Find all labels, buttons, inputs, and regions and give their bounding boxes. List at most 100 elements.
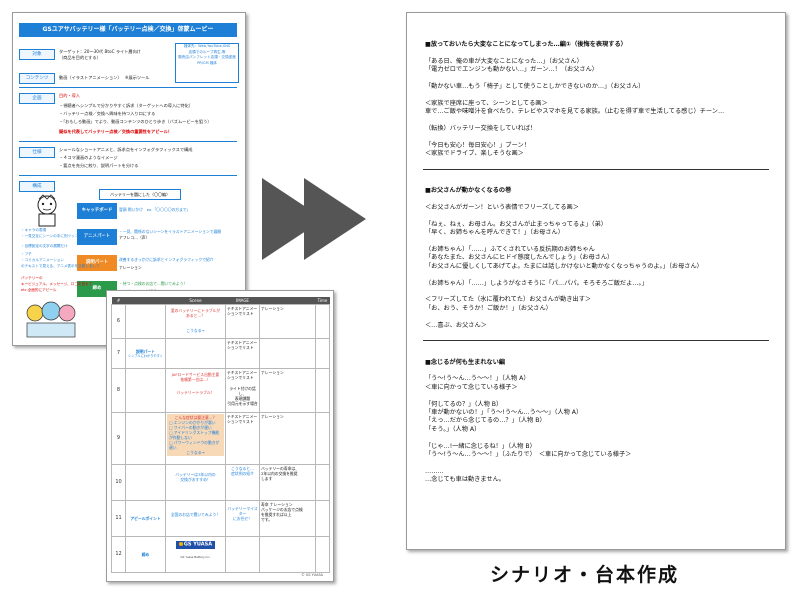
flow-note: 改善するきっかけに訴求とインフォグラフィックで紹介 — [119, 257, 214, 262]
proposal-title: GSユアサバッテリー様「バッテリー点検／交換」啓蒙ムービー — [19, 23, 237, 37]
symptom-item: □ ワイパーの動きが遅い — [169, 425, 212, 430]
row-image: テキストアニメーションでリスト — [225, 304, 260, 339]
table-row: 10 バッテリーは3年以内の 交換がおすすめ！ こうなると… 症状例の紹介 バッ… — [111, 464, 330, 501]
left-note: ・キャラの表現 — [21, 228, 47, 232]
row-time — [315, 368, 330, 413]
script-line: 車で…ご飯や味噌汁を食べたり、テレビやスマホを見てる家族。（止むを得ず車で生活し… — [425, 108, 725, 116]
script-line: 「今日も安心！毎日安心！」ブーン！ — [425, 141, 530, 149]
narration-text: パッケージのお店で点検 — [261, 507, 303, 512]
script-line: 「お父さんに優しくしてあげてよ。たまには話しかけないと動かなくなっちゃうのよ。」… — [425, 262, 703, 270]
header-num: # — [111, 297, 126, 305]
divider — [19, 87, 237, 88]
script-section-heading: ■放っておいたら大変なことになってしまった…編①（後悔を表現する） — [425, 41, 627, 48]
flow-heading: バッテリーを題にした〈〇〇編〉 — [99, 189, 181, 200]
row-number: 10 — [111, 464, 126, 501]
script-section-heading: ■お父さんが動かなくなるの巻 — [425, 187, 512, 195]
narration-text: ナレーション — [261, 370, 284, 375]
symptom-box: こんな症状は要注意…？ □ エンジンのかかりが悪い □ ワイパーの動きが遅い □… — [167, 414, 224, 456]
scene-text: JAFロードサービス出動主要依頼第一位は…！ — [171, 372, 220, 382]
row-text: バッテリーの寿命は、 2年以内の交換を推奨 します — [259, 464, 316, 501]
gs-yuasa-logo: GS YUASA — [175, 541, 216, 549]
row-text: ナレーション — [259, 304, 316, 339]
row-time — [315, 304, 330, 339]
plan-line: ・バッテリー点検／交換へ興味を持つ入り口にする — [59, 111, 156, 116]
scene-text: こんな症状は要注意…？ — [174, 415, 217, 420]
row-number: 7 — [111, 338, 126, 369]
row-image: テキストアニメーションでリスト ライト付けの話し、 表現課題 引用元を示す場合 — [225, 368, 260, 413]
table-row: 9 こんな症状は要注意…？ □ エンジンのかかりが悪い □ ワイパーの動きが遅い… — [111, 412, 330, 465]
row-time — [315, 536, 330, 573]
symptom-item: □ アイドリングストップ機能が作動しない — [169, 430, 220, 440]
script-line: …念じても車は動きません。 — [425, 476, 505, 484]
row-text — [259, 338, 316, 369]
header-scene: Scene — [165, 297, 226, 305]
row-section — [125, 368, 166, 413]
plan-highlight: 疑似を代表してバッテリー点検／交換の重要性をアピール！ — [59, 129, 172, 134]
row-section: 説明パート シンプルにわかりやすく — [125, 338, 166, 369]
row-image: テキストアニメーションでリスト — [225, 412, 260, 465]
narration-text: バッテリーの寿命は、 — [261, 466, 299, 471]
row-time — [315, 464, 330, 501]
header-image: IMAGE — [225, 297, 260, 305]
contents-note: ※展示ツール — [125, 75, 150, 80]
left-note: ・目標設定の文字の展開だけ — [21, 244, 68, 248]
row-number: 12 — [111, 536, 126, 573]
row-text: ナレーション — [259, 368, 316, 413]
row-text — [259, 536, 316, 573]
row-scene: GS YUASA GS Yuasa Battery Inc. — [165, 536, 226, 573]
plan-line: ・「おもしろ動画」でより、動画コンテンツのひとり歩き（バズムービーを狙う） — [59, 119, 212, 124]
left-red-note: バッテリーの — [21, 276, 43, 280]
table-header-row: # Scene IMAGE Time — [111, 297, 330, 305]
row-section: アピールポイント — [125, 500, 166, 537]
row-image — [225, 536, 260, 573]
row-image: こうなると… 症状例の紹介 — [225, 464, 260, 501]
arrow-left — [262, 178, 324, 260]
image-text: テキストアニメーションでリスト — [227, 306, 258, 316]
media-line: 媒体先：Web,YouTube,SNS — [183, 44, 231, 48]
proposal-document: GSユアサバッテリー様「バッテリー点検／交換」啓蒙ムービー 対象 ターゲット：2… — [12, 12, 246, 346]
row-time — [315, 500, 330, 537]
script-line: 「ねぇ、ねぇ、お母さん。お父さんが止まっちゃってるよ」（弟） — [425, 220, 607, 228]
script-section-heading: ■念じるが何も生まれない編 — [425, 358, 506, 366]
row-scene: バッテリーは3年以内の 交換がおすすめ！ — [165, 464, 226, 501]
left-note: ・一見交互にシーンの中に別ツッコミを用意するイラスト — [21, 234, 115, 238]
plan-line: 目的・導入 — [59, 93, 80, 98]
row-scene — [165, 338, 226, 369]
narration-text: 寿命 ナレーション — [261, 502, 293, 507]
script-line: （転換）バッテリー交換をしていれば！ — [425, 125, 537, 132]
label-contents: コンテンツ — [19, 73, 55, 84]
label-target: 対象 — [19, 49, 55, 60]
media-line: 店頭でのループ再生,等 — [188, 49, 226, 54]
flow-step-explain: 説明パート — [77, 255, 117, 271]
narration-text: します — [261, 476, 273, 481]
section-title: 説明パート — [136, 348, 155, 354]
table-row: 11 アピールポイント 全国のお店で聞いてみよう！ バッテリーマイスター にお任… — [111, 500, 330, 537]
row-number: 9 — [111, 412, 126, 465]
logo-mark-icon — [178, 542, 183, 546]
divider — [19, 141, 237, 142]
image-text: テキストアニメーションでリスト — [227, 414, 258, 424]
label-plan: 企画 — [19, 93, 55, 104]
target-line-1: ターゲット：20〜30代 BtoC ライト層向け — [59, 49, 141, 54]
label-structure: 構成 — [19, 181, 55, 192]
narration-text: ナレーション — [261, 414, 284, 419]
image-text: こうなると… — [231, 466, 254, 471]
script-line: （お姉ちゃん）「……」ふてくされている反抗期のお姉ちゃん — [425, 245, 595, 253]
script-line: 「あなたまた、お父さんにヒドイ態度したんでしょう」（お母さん） — [425, 254, 614, 262]
row-time — [315, 412, 330, 465]
left-note: ・コミカルアニメーション — [21, 258, 64, 262]
script-line: 「早く、お姉ちゃんを呼んできて！」（お母さん） — [425, 229, 564, 237]
storyboard-footer: © GS YUASA — [301, 573, 323, 577]
spec-line: シュールなショートアニメと、訴求点をインフォグラフィックスで構成 — [59, 147, 193, 152]
script-line: 「動かない車…もう「椅子」として使うことしかできないのか…」（お父さん） — [425, 83, 645, 90]
table-row: 7 説明パート シンプルにわかりやすく テキストアニメーションでリスト — [111, 338, 330, 369]
row-section — [125, 412, 166, 465]
flow-note: 冒頭 問いかけ ex.「〇〇〇〇の方まで」 — [119, 207, 191, 212]
row-section: 締め — [125, 536, 166, 573]
scene-text: 愛のバッテリーにトラブルがあると…？ — [170, 308, 221, 318]
row-section — [125, 304, 166, 339]
left-red-note: etc.全面的にアピール — [21, 288, 57, 292]
scene-text: こうなる→ — [186, 328, 205, 333]
narration-text: 2年以内の交換を推奨 — [261, 471, 298, 476]
script-line: 「ある日、俺の車が大変なことになった…」（お父さん） — [425, 57, 583, 65]
